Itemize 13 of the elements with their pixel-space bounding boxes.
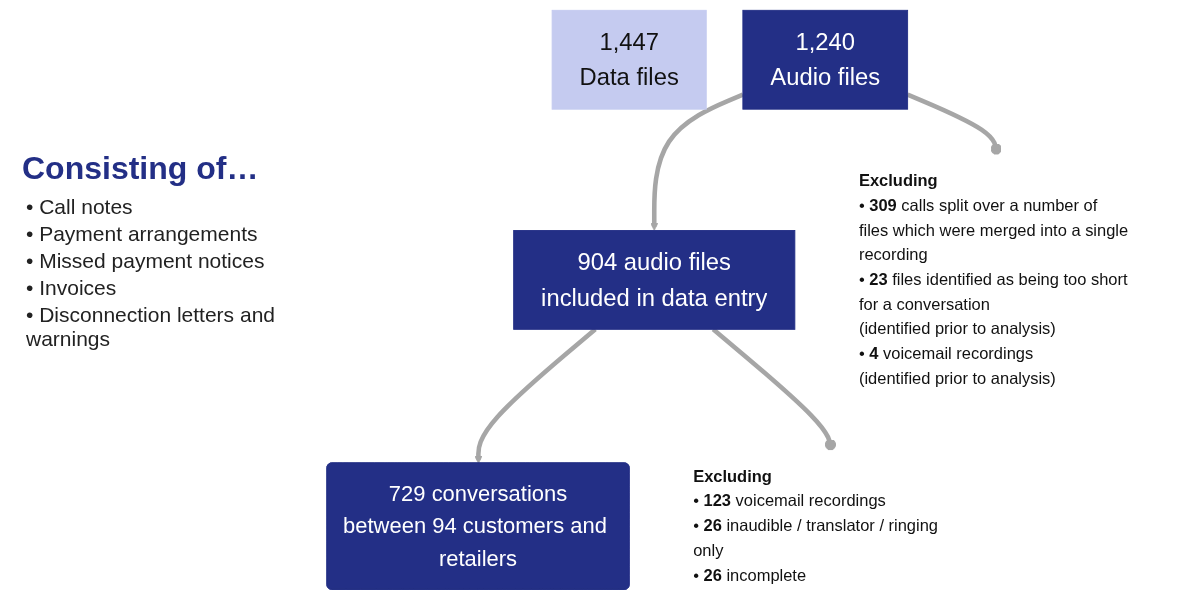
bullet-item: • Payment arrangements bbox=[26, 222, 259, 246]
bullet-item: • Invoices bbox=[26, 276, 118, 300]
node-text: Excluding • 123 voicemail recordings • 26 inaudible / translator / ringing only • 26 incomplete bbox=[693, 467, 939, 585]
node-box: 1,240 Audio files bbox=[742, 9, 909, 110]
bullet-item: • Missed payment notices bbox=[26, 249, 266, 273]
bullet-item: • Call notes bbox=[26, 195, 134, 219]
node-box: 1,447 Data files bbox=[551, 9, 707, 110]
node-text: Excluding • 309 calls split over a number of files which were merged into a single recording • 23 files identified as being too short for a conversation (identified prior to analysis) • 4 voicemail recordings (identified prior to analysis) bbox=[858, 171, 1129, 388]
section-heading: Consisting of… bbox=[22, 150, 260, 187]
connector bbox=[906, 92, 1002, 155]
node-box: 904 audio files included in data entry bbox=[513, 230, 796, 330]
arrow bbox=[650, 92, 744, 231]
bullet-item: • Disconnection letters and warnings bbox=[26, 303, 276, 351]
